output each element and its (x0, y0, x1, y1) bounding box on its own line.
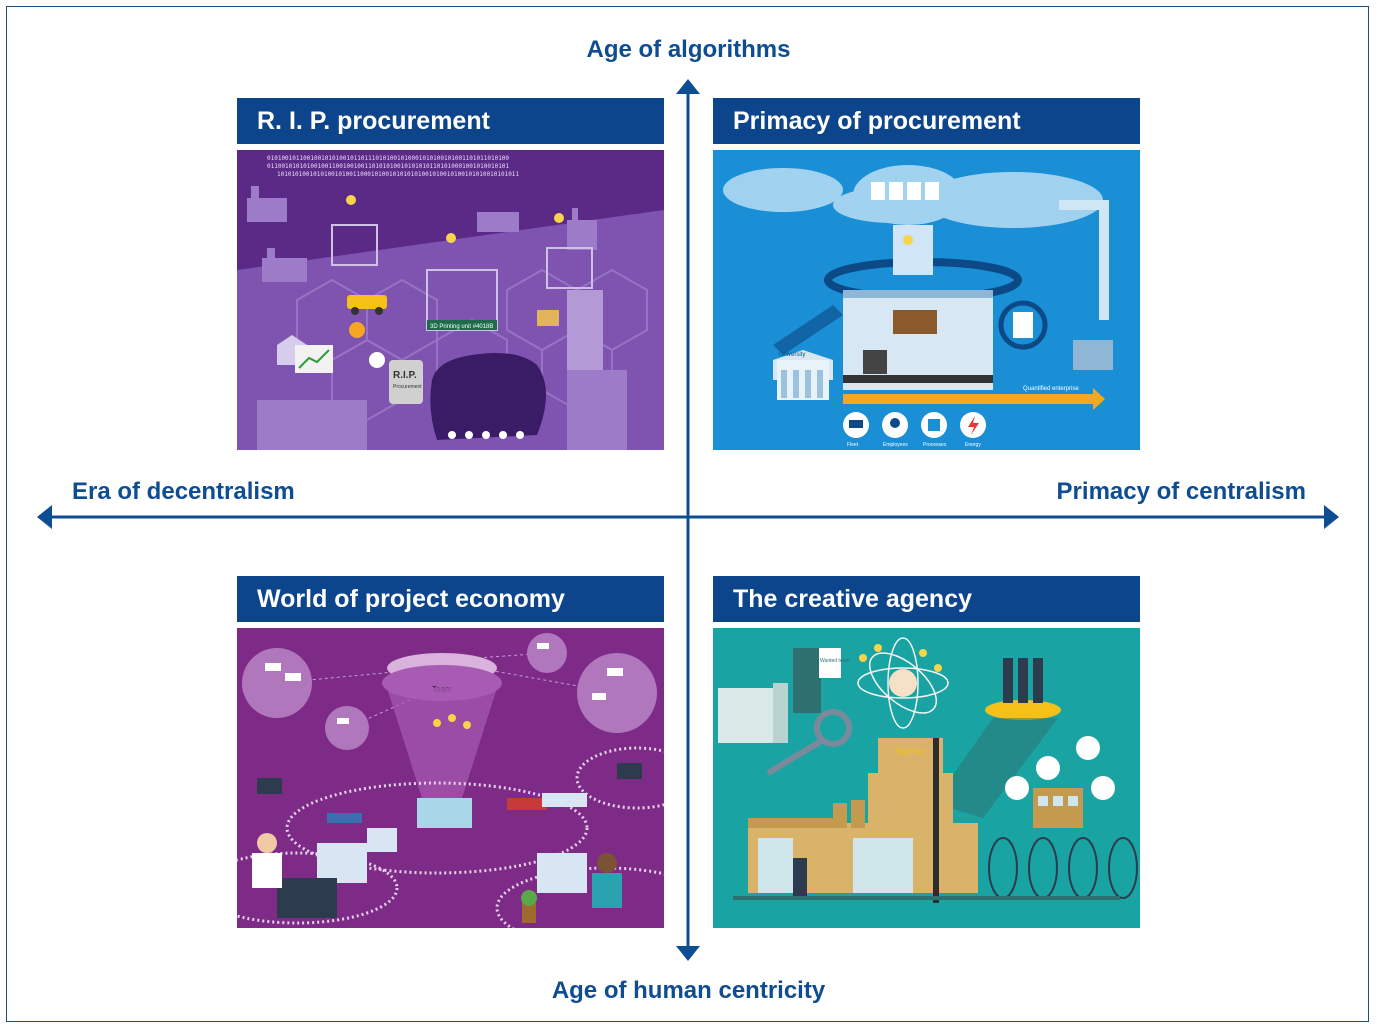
quadrant-primacy-of-procurement: Primacy of procurement (713, 98, 1140, 450)
quadrant-title: R. I. P. procurement (237, 98, 664, 144)
quadrant-creative-agency: The creative agency Wanted team (713, 576, 1140, 928)
svg-text:010100101100100101010010110111: 0101001011001001010100101101110101001010… (267, 155, 509, 162)
quadrant-project-economy: World of project economy Team (237, 576, 664, 928)
printer-label: 3D Printing unit #4018B (430, 324, 493, 330)
svg-text:101010100101010010100110001010: 1010101001010100101001100010100101010101… (277, 171, 519, 178)
university-label: University (779, 352, 805, 358)
project-economy-illustration: Team (237, 628, 664, 928)
icon-label-energy: Energy (965, 442, 981, 448)
axis-label-right: Primacy of centralism (1056, 478, 1306, 505)
quadrant-title: Primacy of procurement (713, 98, 1140, 144)
arrow-down (676, 946, 700, 961)
arrow-right (1324, 505, 1339, 529)
agency-label: Agency (895, 746, 926, 756)
tombstone-text: R.I.P. (393, 370, 417, 381)
arrow-left (37, 505, 52, 529)
axis-label-bottom: Age of human centricity (551, 977, 826, 1004)
enterprise-label: Quantified enterprise (1023, 386, 1079, 392)
quadrant-title: The creative agency (713, 576, 1140, 622)
wanted-label: Wanted team (820, 658, 850, 664)
quadrant-rip-procurement: R. I. P. procurement 0101001011001001010… (237, 98, 664, 450)
icon-label-employees: Employees (883, 442, 908, 448)
icon-label-fleet: Fleet (847, 442, 859, 448)
tombstone-subtext: Procurement (393, 384, 422, 390)
primacy-of-procurement-illustration: University Quantified enterprise Fleet E… (713, 150, 1140, 450)
svg-text:011001010101001001100100100110: 0110010101010010011001001001101010100101… (267, 163, 509, 170)
quadrant-title: World of project economy (237, 576, 664, 622)
arrow-up (676, 79, 700, 94)
rip-procurement-illustration: 0101001011001001010100101101110101001010… (237, 150, 664, 450)
icon-label-processes: Processes (923, 442, 947, 448)
axis-label-top: Age of algorithms (586, 36, 791, 63)
creative-agency-illustration: Wanted team Agency (713, 628, 1140, 928)
axis-label-left: Era of decentralism (72, 478, 295, 505)
